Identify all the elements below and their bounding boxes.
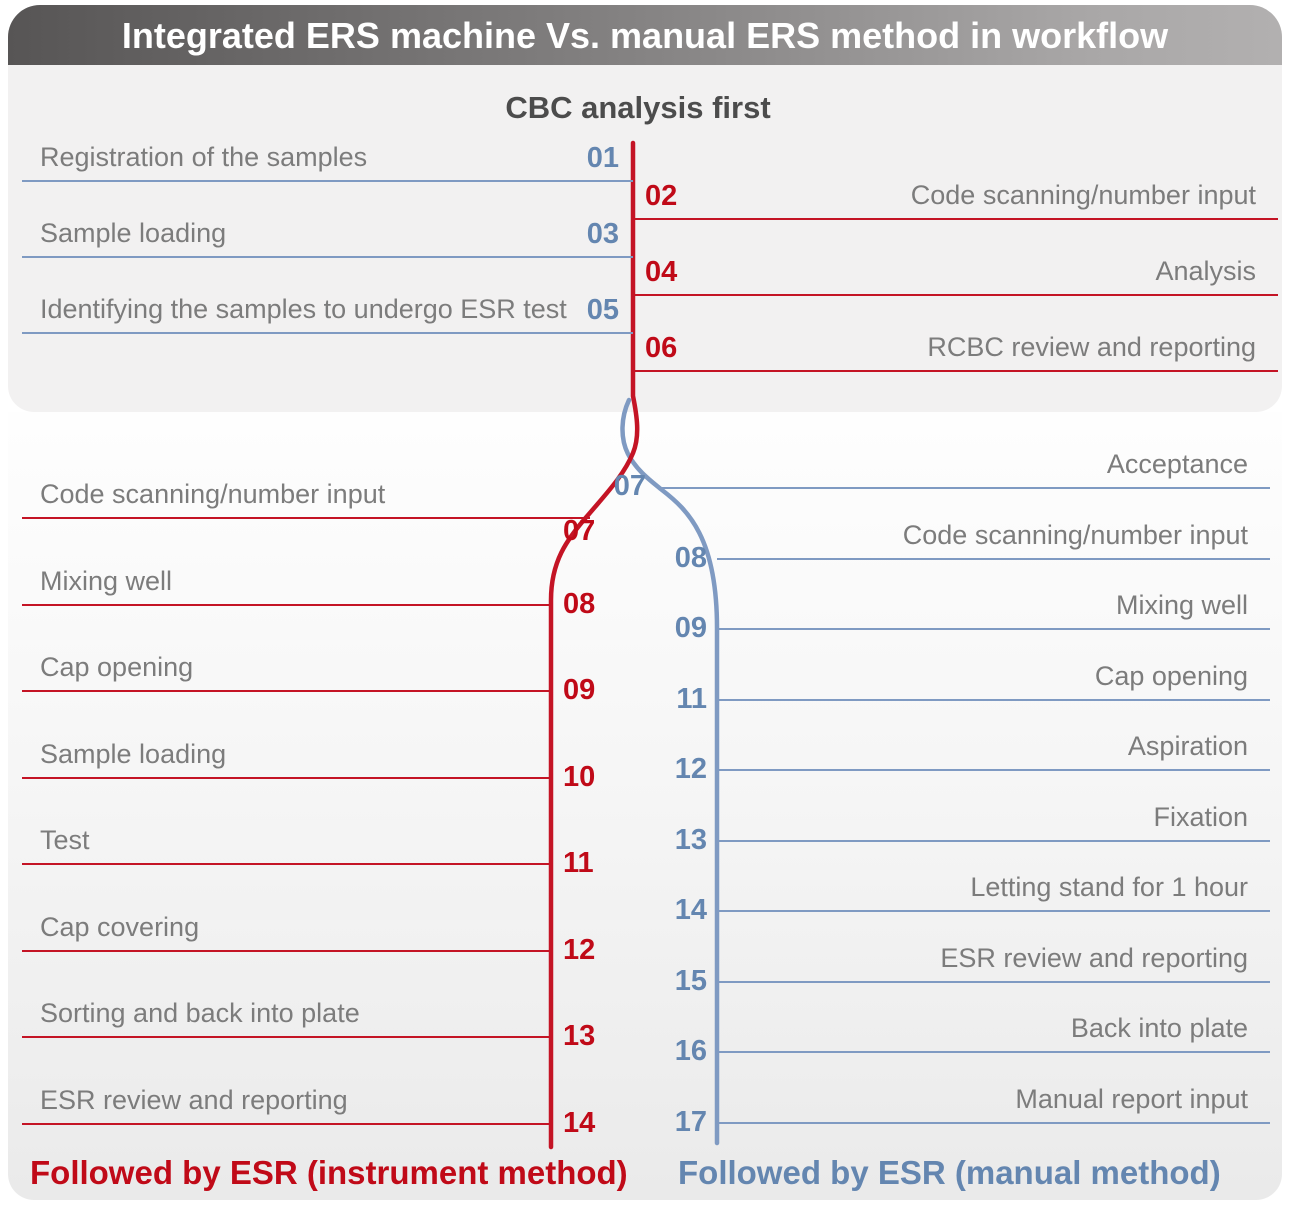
step-number: 14 <box>674 894 707 926</box>
cbc-section-panel <box>8 65 1282 412</box>
instrument-step-row: Test <box>22 815 551 865</box>
step-number: 09 <box>563 674 596 706</box>
step-label: Aspiration <box>1127 731 1248 761</box>
step-number: 05 <box>586 294 619 326</box>
step-label: Identifying the samples to undergo ESR t… <box>40 294 567 324</box>
step-number: 03 <box>586 218 619 250</box>
step-number: 12 <box>674 753 707 785</box>
cbc-step-row: 02 Code scanning/number input <box>633 172 1278 220</box>
step-label: Code scanning/number input <box>910 180 1256 210</box>
step-label: Cap opening <box>40 652 194 682</box>
step-number: 15 <box>674 965 707 997</box>
step-number: 02 <box>645 180 678 212</box>
step-label: Sample loading <box>40 739 227 769</box>
manual-step-row: ESR review and reporting <box>717 933 1270 983</box>
instrument-step-row: Cap covering <box>22 902 551 952</box>
step-number: 14 <box>563 1107 596 1139</box>
step-label: Sorting and back into plate <box>40 998 360 1028</box>
manual-step-row: Aspiration <box>717 721 1270 771</box>
step-label: Code scanning/number input <box>902 520 1248 550</box>
step-label: ESR review and reporting <box>940 943 1248 973</box>
step-number: 12 <box>563 934 596 966</box>
cbc-step-row: Identifying the samples to undergo ESR t… <box>22 286 633 334</box>
step-number: 01 <box>586 142 619 174</box>
manual-step-row: Acceptance <box>661 439 1270 489</box>
title-bar: Integrated ERS machine Vs. manual ERS me… <box>8 5 1282 66</box>
cbc-step-row: 04 Analysis <box>633 248 1278 296</box>
instrument-step-row: Mixing well <box>22 556 551 606</box>
manual-step-row: Code scanning/number input <box>717 510 1270 560</box>
step-label: Cap covering <box>40 912 200 942</box>
step-number: 13 <box>563 1020 596 1052</box>
step-number: 17 <box>674 1106 707 1138</box>
step-label: Mixing well <box>40 566 173 596</box>
step-label: Analysis <box>1155 256 1256 286</box>
step-number: 09 <box>674 612 707 644</box>
step-label: Code scanning/number input <box>40 479 386 509</box>
step-number: 10 <box>563 761 596 793</box>
step-number: 06 <box>645 332 678 364</box>
step-number: 04 <box>645 256 678 288</box>
cbc-step-row: Registration of the samples 01 <box>22 134 633 182</box>
page-title: Integrated ERS machine Vs. manual ERS me… <box>121 14 1169 56</box>
cbc-section-title: CBC analysis first <box>505 90 771 125</box>
cbc-step-row: 06 RCBC review and reporting <box>633 324 1278 372</box>
instrument-step-row: Cap opening <box>22 642 551 692</box>
manual-step-row: Cap opening <box>717 651 1270 701</box>
manual-step-row: Back into plate <box>717 1003 1270 1053</box>
step-number: 08 <box>563 588 596 620</box>
step-label: Manual report input <box>1015 1084 1248 1114</box>
cbc-step-row: Sample loading 03 <box>22 210 633 258</box>
step-number: 11 <box>676 683 707 715</box>
step-label: Test <box>40 825 90 855</box>
step-label: Back into plate <box>1070 1013 1248 1043</box>
step-label: RCBC review and reporting <box>927 332 1256 362</box>
step-number: 07 <box>613 470 646 502</box>
step-number: 13 <box>674 824 707 856</box>
step-label: Letting stand for 1 hour <box>970 872 1248 902</box>
manual-step-row: Fixation <box>717 792 1270 842</box>
instrument-branch-footer: Followed by ESR (instrument method) <box>30 1154 628 1191</box>
step-label: Fixation <box>1153 802 1248 832</box>
step-label: ESR review and reporting <box>40 1085 348 1115</box>
step-number: 07 <box>563 515 596 547</box>
instrument-step-row: Sample loading <box>22 729 551 779</box>
manual-step-row: Manual report input <box>717 1074 1270 1124</box>
instrument-step-row: Sorting and back into plate <box>22 988 551 1038</box>
instrument-step-row: Code scanning/number input <box>22 469 590 519</box>
step-label: Registration of the samples <box>40 142 368 172</box>
step-label: Acceptance <box>1106 449 1248 479</box>
manual-step-row: Mixing well <box>717 580 1270 630</box>
step-number: 16 <box>674 1035 707 1067</box>
step-label: Sample loading <box>40 218 227 248</box>
step-label: Cap opening <box>1094 661 1248 691</box>
step-label: Mixing well <box>1115 590 1248 620</box>
step-number: 11 <box>563 847 594 879</box>
instrument-step-row: ESR review and reporting <box>22 1075 551 1125</box>
manual-branch-footer: Followed by ESR (manual method) <box>678 1154 1221 1191</box>
manual-step-row: Letting stand for 1 hour <box>717 862 1270 912</box>
step-number: 08 <box>674 542 707 574</box>
